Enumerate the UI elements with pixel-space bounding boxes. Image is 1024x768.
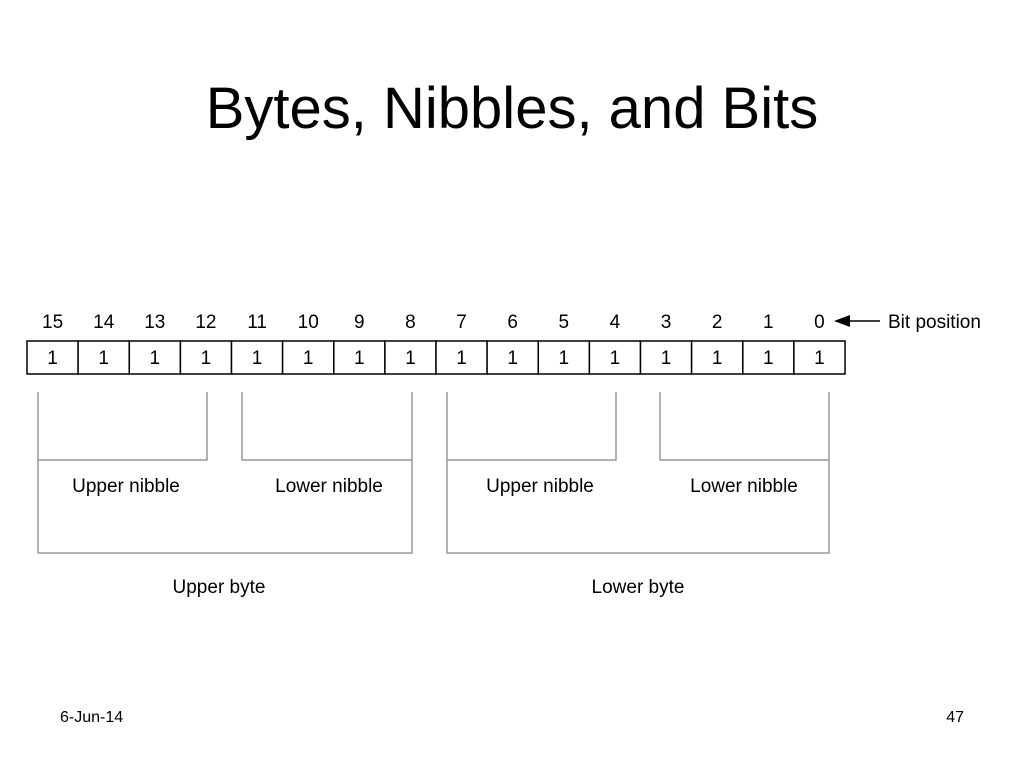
bit-value: 1 xyxy=(610,348,621,369)
bit-position-5: 5 xyxy=(559,312,570,333)
bit-cell-box xyxy=(77,340,130,375)
bit-cell-box xyxy=(179,340,233,375)
footer-page-number: 47 xyxy=(946,709,964,726)
bit-position-0: 0 xyxy=(814,312,825,333)
bit-cell-box xyxy=(128,340,182,375)
bit-value: 1 xyxy=(814,348,825,369)
bit-position-8: 8 xyxy=(405,312,416,333)
nibble-bracket-lower-low xyxy=(659,392,830,461)
bit-value: 1 xyxy=(559,348,570,369)
bit-position-9: 9 xyxy=(354,312,365,333)
byte-label-upper: Upper byte xyxy=(173,577,266,598)
bit-position-2: 2 xyxy=(712,312,723,333)
bit-cell: 1 xyxy=(384,340,437,375)
bit-value: 1 xyxy=(763,348,774,369)
bit-position-6: 6 xyxy=(507,312,518,333)
byte-label-lower: Lower byte xyxy=(592,577,685,598)
nibble-label-upper-1: Upper nibble xyxy=(72,476,180,497)
nibble-label-lower-1: Lower nibble xyxy=(275,476,383,497)
bit-value: 1 xyxy=(507,348,518,369)
nibble-bracket-upper-high xyxy=(37,392,208,461)
footer-date: 6-Jun-14 xyxy=(60,709,124,726)
byte-bracket-lower xyxy=(446,460,830,554)
nibble-label-lower-2: Lower nibble xyxy=(690,476,798,497)
bit-cell: 1 xyxy=(179,340,233,375)
bit-position-15: 15 xyxy=(42,312,63,333)
bit-cell: 1 xyxy=(639,340,693,375)
bit-value: 1 xyxy=(712,348,723,369)
bit-value: 1 xyxy=(201,348,212,369)
bit-cell-box xyxy=(486,340,539,375)
bit-cell-box xyxy=(639,340,693,375)
bit-position-14: 14 xyxy=(93,312,115,333)
bit-value: 1 xyxy=(252,348,263,369)
bit-cell: 1 xyxy=(486,340,539,375)
bit-cells: 1 1 1 1 1 1 1 1 1 1 1 1 1 1 1 1 xyxy=(26,340,846,375)
bit-value: 1 xyxy=(303,348,314,369)
bit-value: 1 xyxy=(47,348,58,369)
nibble-label-upper-2: Upper nibble xyxy=(486,476,594,497)
bit-value: 1 xyxy=(405,348,416,369)
bit-cell-box xyxy=(384,340,437,375)
bit-cell-box xyxy=(281,340,335,375)
bit-position-label: Bit position xyxy=(888,312,981,333)
nibble-bracket-upper-low xyxy=(446,392,617,461)
bit-cell: 1 xyxy=(26,340,79,375)
bit-position-10: 10 xyxy=(298,312,319,333)
bit-cell-box xyxy=(588,340,642,375)
bit-cell: 1 xyxy=(793,340,846,375)
nibble-bracket-lower-high xyxy=(241,392,413,461)
bit-value: 1 xyxy=(98,348,109,369)
bit-position-4: 4 xyxy=(610,312,621,333)
bit-position-3: 3 xyxy=(661,312,672,333)
bit-cell: 1 xyxy=(230,340,284,375)
bit-cell: 1 xyxy=(333,340,386,375)
bit-cell: 1 xyxy=(537,340,591,375)
bit-cell: 1 xyxy=(742,340,795,375)
bit-cell: 1 xyxy=(690,340,744,375)
bit-position-12: 12 xyxy=(195,312,216,333)
bit-cell-box xyxy=(26,340,79,375)
bit-cell: 1 xyxy=(281,340,335,375)
bit-position-7: 7 xyxy=(456,312,467,333)
bit-cell-box xyxy=(793,340,846,375)
bit-cell: 1 xyxy=(435,340,488,375)
bit-cell-box xyxy=(230,340,284,375)
bit-position-11: 11 xyxy=(247,312,267,333)
bit-cell-box xyxy=(537,340,591,375)
bit-cell: 1 xyxy=(128,340,182,375)
bit-value: 1 xyxy=(150,348,161,369)
bit-value: 1 xyxy=(354,348,365,369)
bit-value: 1 xyxy=(661,348,672,369)
byte-bracket-upper xyxy=(37,460,413,554)
bit-cell: 1 xyxy=(588,340,642,375)
bit-value: 1 xyxy=(456,348,467,369)
bit-position-1: 1 xyxy=(763,312,774,333)
bit-cell: 1 xyxy=(77,340,130,375)
slide-title: Bytes, Nibbles, and Bits xyxy=(205,76,819,141)
bit-cell-box xyxy=(742,340,795,375)
bit-position-arrow xyxy=(834,315,880,327)
bit-position-13: 13 xyxy=(144,312,165,333)
bit-cell-box xyxy=(690,340,744,375)
